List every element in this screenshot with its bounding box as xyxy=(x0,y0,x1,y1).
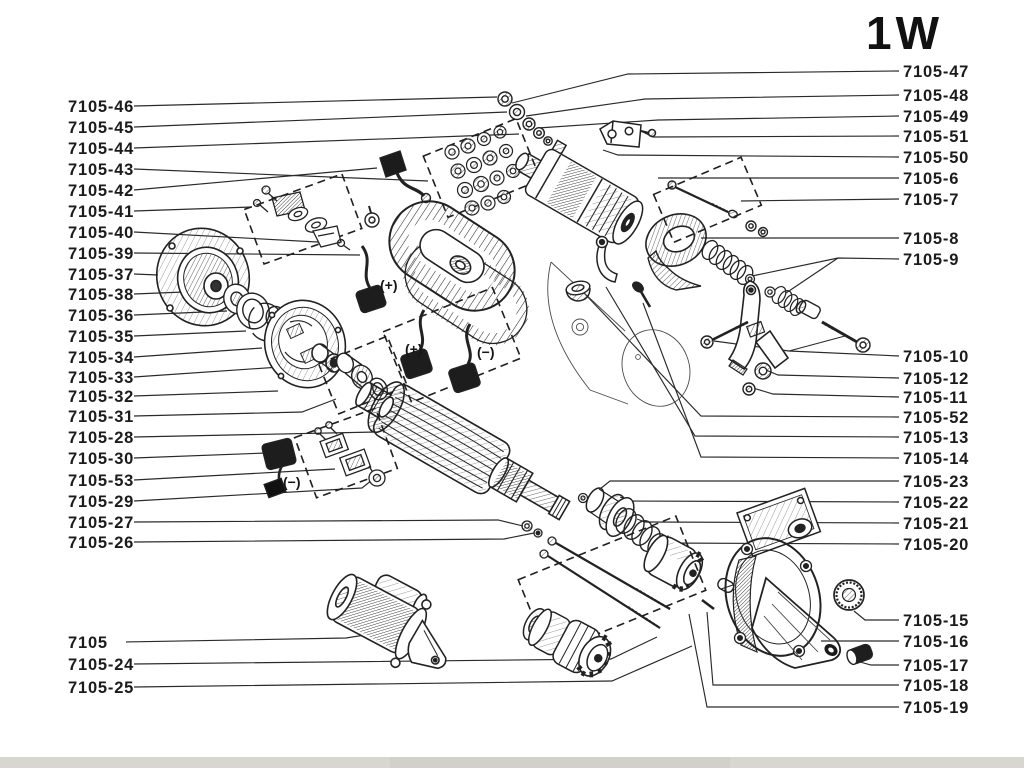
part-label: 7105-17 xyxy=(903,657,969,675)
polarity-markers: (+) (+) (−) (−) xyxy=(283,277,495,490)
pivot-nut xyxy=(754,362,772,380)
part-label: 7105-33 xyxy=(68,369,134,387)
solenoid xyxy=(515,139,644,245)
plus-marker-box: (+) xyxy=(405,341,423,357)
right-label-column: 7105-47 7105-48 7105-49 7105-51 7105-50 … xyxy=(903,63,969,717)
part-label: 7105-26 xyxy=(68,534,134,552)
pivot-washer xyxy=(742,382,756,396)
drive-clutch xyxy=(643,534,735,611)
hardware-box xyxy=(422,117,542,219)
part-label: 7105-42 xyxy=(68,182,134,200)
part-label: 7105-23 xyxy=(903,473,969,491)
part-label: 7105-31 xyxy=(68,408,134,426)
yoke-outline xyxy=(547,261,691,407)
part-label: 7105-25 xyxy=(68,679,134,697)
clutch-pin xyxy=(701,598,715,611)
leader-lines xyxy=(125,70,900,708)
mounting-bracket xyxy=(599,120,657,148)
part-label: 7105-10 xyxy=(903,348,969,366)
cap-nut xyxy=(565,280,591,302)
part-label: 7105-16 xyxy=(903,633,969,651)
plus-marker-upper: (+) xyxy=(380,277,398,293)
part-label: 7105-21 xyxy=(903,515,969,533)
part-label: 7105-48 xyxy=(903,87,969,105)
part-label: 7105-47 xyxy=(903,63,969,81)
part-label: 7105-39 xyxy=(68,245,134,263)
pinion-stop-collar xyxy=(585,487,635,537)
plate-code-title: 1W xyxy=(866,7,943,59)
terminal-screws-box xyxy=(243,172,363,266)
part-label: 7105-11 xyxy=(903,389,968,407)
pinion-assembly xyxy=(522,608,613,678)
part-label: 7105-20 xyxy=(903,536,969,554)
part-label: 7105-43 xyxy=(68,161,134,179)
part-label: 7105-46 xyxy=(68,98,134,116)
part-label: 7105-12 xyxy=(903,370,969,388)
part-label: 7105-50 xyxy=(903,149,969,167)
minus-marker-box: (−) xyxy=(477,344,495,360)
part-label: 7105-35 xyxy=(68,328,134,346)
part-label: 7105-36 xyxy=(68,307,134,325)
part-label: 7105-30 xyxy=(68,450,134,468)
return-spring xyxy=(701,239,756,286)
part-label: 7105-49 xyxy=(903,108,969,126)
part-label: 7105-52 xyxy=(903,409,969,427)
part-label: 7105-18 xyxy=(903,677,969,695)
engagement-lever xyxy=(727,280,790,376)
left-label-column: 7105-46 7105-45 7105-44 7105-43 7105-42 … xyxy=(68,98,134,697)
part-label: 7105-51 xyxy=(903,128,969,146)
lever-bolts xyxy=(700,299,871,353)
part-label: 7105-15 xyxy=(903,612,969,630)
starter-assembly xyxy=(326,573,447,670)
drive-housing xyxy=(724,487,842,669)
part-label: 7105-19 xyxy=(903,699,969,717)
tie-bolt-box xyxy=(517,515,707,655)
part-label: 7105-24 xyxy=(68,656,134,674)
part-label: 7105-34 xyxy=(68,349,134,367)
field-coil xyxy=(388,200,529,346)
part-label: 7105-27 xyxy=(68,514,134,532)
part-label: 7105-38 xyxy=(68,286,134,304)
part-label: 7105-9 xyxy=(903,251,959,269)
part-label: 7105-40 xyxy=(68,224,134,242)
part-label: 7105-37 xyxy=(68,266,134,284)
yoke-bracket xyxy=(645,213,707,291)
terminal-lug xyxy=(364,150,432,228)
part-label: 7105-45 xyxy=(68,119,134,137)
part-label: 7105-6 xyxy=(903,170,959,188)
scan-edge-strip-shade xyxy=(390,757,730,768)
adjusting-screw-box xyxy=(652,156,769,244)
part-label: 7105-41 xyxy=(68,203,134,221)
part-label: 7105 xyxy=(68,634,108,652)
armature xyxy=(355,381,571,521)
part-label: 7105-7 xyxy=(903,191,959,209)
part-label: 7105-53 xyxy=(68,472,134,490)
dust-cap xyxy=(846,643,874,666)
terminal-washer-stack xyxy=(497,91,553,146)
pole-screw xyxy=(632,281,652,308)
part-label: 7105-22 xyxy=(903,494,969,512)
part-label: 7105-29 xyxy=(68,493,134,511)
lever-spacer xyxy=(795,299,821,320)
part-label: 7105-32 xyxy=(68,388,134,406)
field-brushes-box xyxy=(382,286,522,404)
brush-holder-box xyxy=(293,407,399,499)
part-label: 7105-28 xyxy=(68,429,134,447)
shaft-stop-hardware xyxy=(521,492,589,538)
part-label: 7105-14 xyxy=(903,450,969,468)
bearing-cap xyxy=(833,579,865,611)
part-label: 7105-8 xyxy=(903,230,959,248)
part-label: 7105-44 xyxy=(68,140,134,158)
terminal-strip-hook xyxy=(595,235,618,283)
ground-brush xyxy=(261,437,297,499)
part-label: 7105-13 xyxy=(903,429,969,447)
field-brush-upper xyxy=(355,245,387,314)
minus-marker-lower: (−) xyxy=(283,474,301,490)
